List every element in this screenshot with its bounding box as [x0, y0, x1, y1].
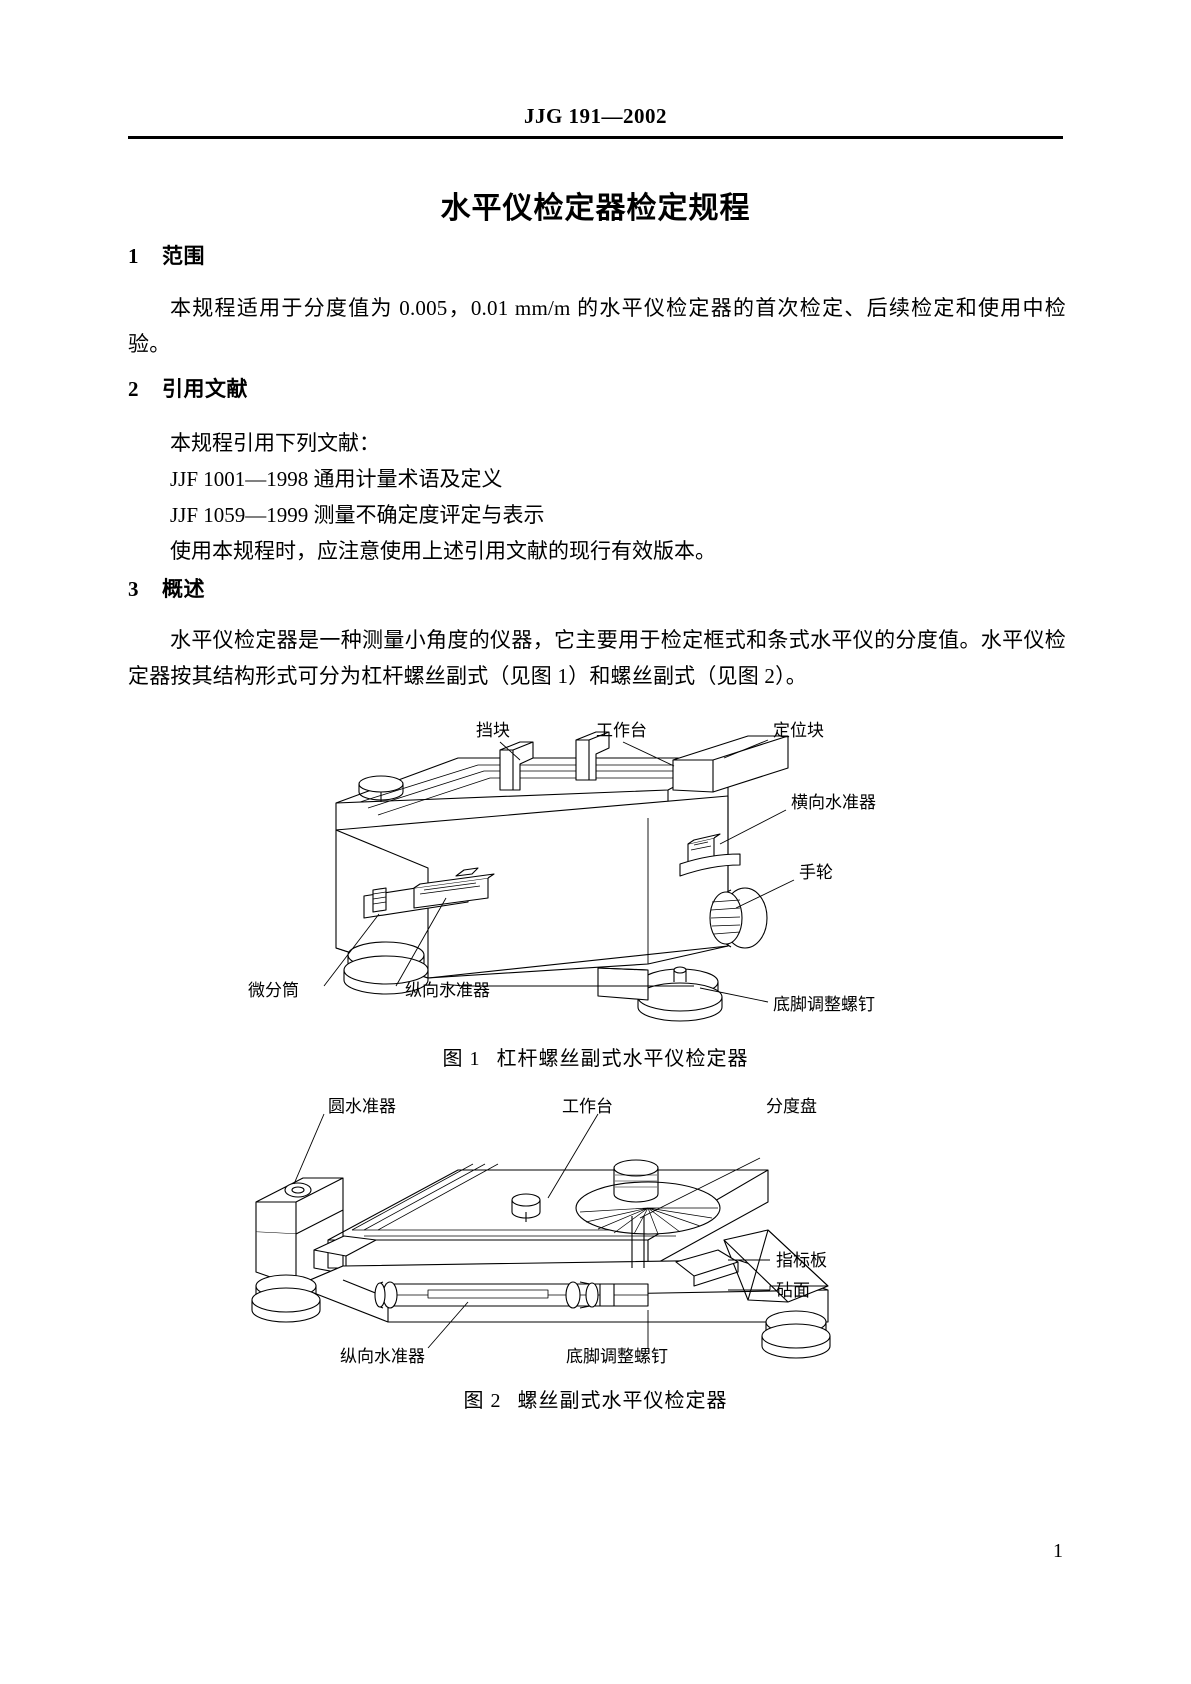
section-heading-2: 2 引用文献	[128, 373, 1063, 403]
figure-1-caption: 图 1 杠杆螺丝副式水平仪检定器	[128, 1042, 1063, 1071]
section-heading-3: 3 概述	[128, 573, 1063, 603]
section-number-2: 2	[128, 377, 139, 401]
section-title-3: 概述	[162, 577, 205, 601]
figure-1: 挡块 工作台 定位块 横向水准器 手轮 微分筒 纵向水准器 底脚调整螺钉 图 1…	[128, 718, 1063, 1071]
figure-2-caption: 图 2 螺丝副式水平仪检定器	[128, 1384, 1063, 1413]
figure-1-callout-dangkuai: 挡块	[476, 721, 510, 740]
section-number-3: 3	[128, 577, 139, 601]
section-2-paragraph-1: 本规程引用下列文献：	[170, 431, 380, 455]
figure-2-caption-text: 螺丝副式水平仪检定器	[517, 1390, 728, 1412]
section-heading-1: 1 范围	[128, 240, 1063, 270]
header-rule	[128, 136, 1063, 139]
figure-1-callout-weifentong: 微分筒	[248, 981, 299, 1000]
figure-1-callout-dingweikuai: 定位块	[773, 721, 824, 740]
page-title: 水平仪检定器检定规程	[440, 192, 751, 225]
figure-1-callout-shoulun: 手轮	[799, 863, 833, 882]
figure-2-callout-gongzuotai: 工作台	[562, 1097, 613, 1116]
section-title-1: 范围	[162, 244, 205, 268]
section-2-paragraph-4: 使用本规程时，应注意使用上述引用文献的现行有效版本。	[170, 539, 716, 563]
standard-number: JJG 191—2002	[523, 104, 668, 128]
section-1-paragraph-1: 本规程适用于分度值为 0.005，0.01 mm/m 的水平仪检定器的首次检定、…	[128, 296, 1066, 356]
figure-1-caption-label: 图 1	[442, 1048, 481, 1070]
figure-2-callout-zhenmian: 砧面	[776, 1281, 810, 1300]
figure-1-callout-gongzuotai: 工作台	[596, 721, 647, 740]
figure-2-callout-fendupan: 分度盘	[766, 1097, 817, 1116]
figure-2-drawing: 圆水准器 工作台 分度盘 指标板 砧面 纵向水准器 底脚调整螺钉	[251, 1097, 831, 1366]
section-3-paragraph-1: 水平仪检定器是一种测量小角度的仪器，它主要用于检定框式和条式水平仪的分度值。水平…	[128, 628, 1066, 688]
section-number-1: 1	[128, 244, 139, 268]
section-title-2: 引用文献	[162, 377, 248, 401]
figure-1-callout-zongxiang: 纵向水准器	[405, 981, 490, 1000]
reference-item-2: JJF 1059—1999 测量不确定度评定与表示	[170, 503, 545, 527]
figure-1-callout-hengxiang: 横向水准器	[791, 793, 876, 812]
figure-1-caption-text: 杠杆螺丝副式水平仪检定器	[496, 1048, 749, 1070]
figure-1-callout-dijiao: 底脚调整螺钉	[773, 995, 875, 1014]
figure-2-callout-zongxiang: 纵向水准器	[340, 1347, 425, 1366]
figure-1-drawing: 挡块 工作台 定位块 横向水准器 手轮 微分筒 纵向水准器 底脚调整螺钉	[248, 721, 876, 1022]
reference-item-1: JJF 1001—1998 通用计量术语及定义	[170, 467, 503, 491]
figure-2-caption-label: 图 2	[463, 1390, 502, 1412]
figure-2-callout-zhibiaoban: 指标板	[776, 1251, 827, 1270]
running-header: JJG 191—2002	[128, 104, 1063, 129]
figure-2-callout-yuanshuizhunqi: 圆水准器	[328, 1097, 396, 1116]
page-number: 1	[1053, 1540, 1063, 1562]
figure-2-callout-dijiao: 底脚调整螺钉	[566, 1347, 668, 1366]
figure-2: 圆水准器 工作台 分度盘 指标板 砧面 纵向水准器 底脚调整螺钉 图 2 螺丝副式…	[128, 1090, 1063, 1413]
